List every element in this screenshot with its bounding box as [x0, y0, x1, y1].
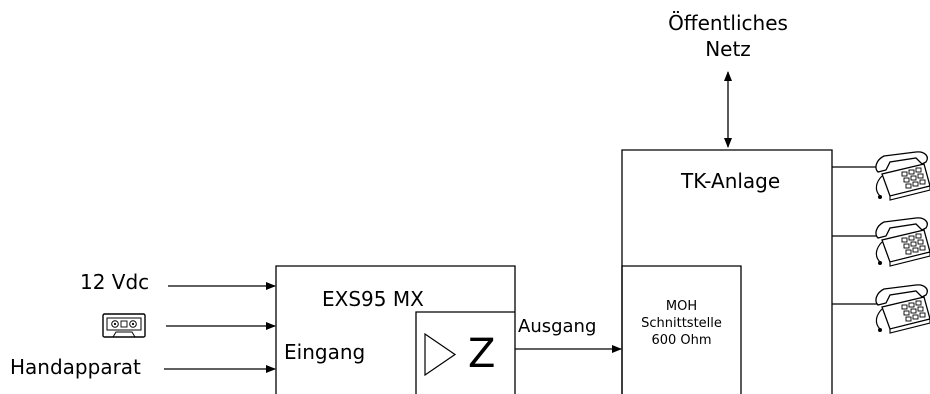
- output-label: Ausgang: [518, 316, 597, 337]
- moh-interface-box: [621, 265, 742, 394]
- moh-label-line-2: Schnittstelle: [641, 316, 722, 331]
- moh-label-line-1: MOH: [665, 299, 698, 314]
- exs95-title: EXS95 MX: [322, 287, 424, 311]
- input-label: Eingang: [284, 340, 366, 364]
- cassette-icon: [102, 313, 146, 338]
- moh-label-line-3: 600 Ohm: [651, 333, 712, 348]
- telephone-icon: [875, 284, 930, 334]
- handset-input-label: Handapparat: [10, 355, 141, 379]
- network-label-line-1: Öffentliches: [668, 11, 788, 35]
- power-input-label: 12 Vdc: [80, 270, 150, 294]
- tk-anlage-title: TK-Anlage: [681, 169, 781, 193]
- amplifier-triangle-icon: [424, 332, 457, 377]
- telephone-icon: [875, 151, 930, 201]
- impedance-block: [415, 311, 515, 394]
- telephone-icon: [875, 217, 930, 267]
- impedance-z-symbol: Z: [468, 331, 496, 377]
- exs95-box: [275, 265, 516, 394]
- network-label: Öffentliches Netz: [648, 13, 808, 59]
- network-label-line-2: Netz: [705, 37, 751, 61]
- moh-interface-label: MOH Schnittstelle 600 Ohm: [622, 300, 741, 347]
